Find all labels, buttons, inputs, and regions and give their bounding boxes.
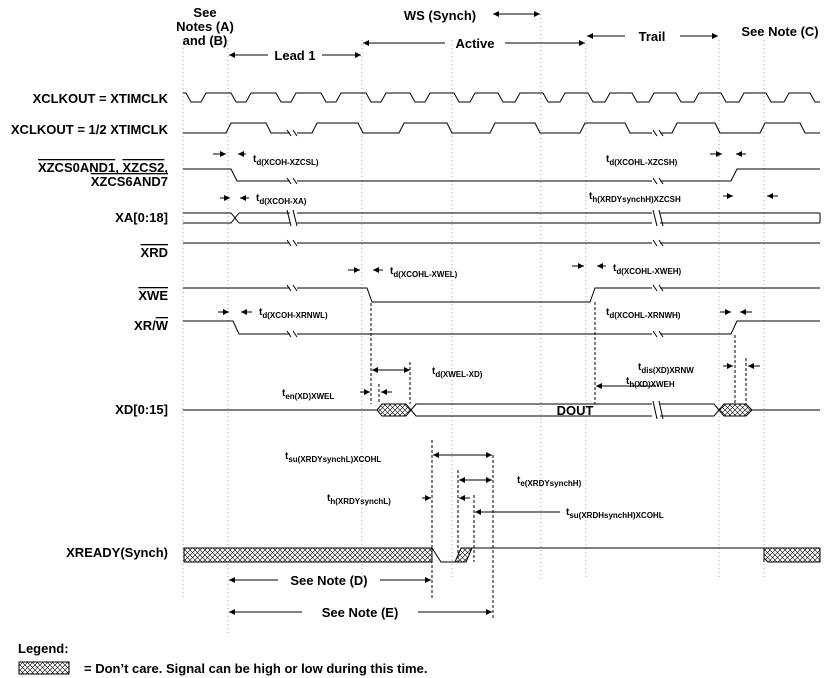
td-xcoh-xzcsl-label: td(XCOH-XZCSL) — [253, 154, 319, 167]
td-xcoh-xa-label: td(XCOH-XA) — [256, 193, 307, 206]
see-notes-ab-line3: and (B) — [183, 33, 228, 48]
xwe-label: XWE — [138, 288, 168, 303]
tsu-xrdhsynchh-xcohl-label: tsu(XRDHsynchH)XCOHL — [566, 507, 664, 520]
xzcs-wave — [183, 168, 820, 182]
see-notes-ab-line2: Notes (A) — [176, 19, 234, 34]
ws-synch-label: WS (Synch) — [404, 8, 476, 23]
te-xrdysynchh-label: te(XRDYsynchH) — [517, 475, 582, 488]
lead1-label: Lead 1 — [274, 48, 315, 63]
td-xcoh-xrnwl-label: td(XCOH-XRNWL) — [259, 307, 328, 320]
xd-dont-care-1 — [376, 403, 412, 417]
legend-swatch — [18, 661, 70, 675]
timing-annotations: td(XCOH-XZCSL) td(XCOHL-XZCSH) td(XCOH-X… — [213, 151, 778, 620]
dout-label: DOUT — [557, 403, 594, 418]
signal-labels: XCLKOUT = XTIMCLK XCLKOUT = 1/2 XTIMCLK … — [11, 91, 169, 560]
legend-title: Legend: — [18, 641, 69, 656]
xready-dont-care-3 — [763, 547, 821, 563]
th-xrdysynchl-label: th(XRDYsynchL) — [327, 493, 391, 506]
xa-label: XA[0:18] — [115, 210, 168, 225]
xzcs-label: XZCS0AND1, XZCS2, — [38, 160, 168, 175]
xclkout-half-wave — [183, 122, 820, 134]
xclkout-full-wave — [183, 92, 820, 103]
xd-label: XD[0:15] — [115, 402, 168, 417]
see-notes-ab-line1: See — [193, 5, 216, 20]
th-xrdysynchh-xzcsh-label: th(XRDYsynchH)XZCSH — [589, 191, 681, 204]
th-xd-xweh-label: th(XD)XWEH — [626, 376, 675, 389]
legend: Legend: = Don’t care. Signal can be high… — [18, 641, 427, 676]
ten-xd-xwel-label: ten(XD)XWEL — [282, 388, 334, 401]
waveforms: DOUT — [183, 92, 821, 563]
xa-wave — [183, 212, 821, 224]
see-note-d-label: See Note (D) — [290, 573, 367, 588]
tsu-xrdysynchl-xcohl-label: tsu(XRDYsynchL)XCOHL — [285, 451, 381, 464]
grid-lines — [182, 10, 765, 636]
xrd-label: XRD — [141, 245, 168, 260]
xrw-label: XR/W — [134, 318, 169, 333]
xclkout-half-label: XCLKOUT = 1/2 XTIMCLK — [11, 122, 169, 137]
phase-annotations: See Notes (A) and (B) WS (Synch) Lead 1 … — [176, 5, 819, 63]
td-xwel-xd-label: td(XWEL-XD) — [432, 366, 483, 379]
td-xcohl-xweh-label: td(XCOHL-XWEH) — [613, 263, 682, 276]
tdis-xd-xrnw-label: tdis(XD)XRNW — [638, 362, 694, 375]
td-xcohl-xwel-label: td(XCOHL-XWEL) — [390, 266, 458, 279]
active-label: Active — [455, 36, 494, 51]
see-note-e-label: See Note (E) — [322, 605, 399, 620]
xwe-wave — [183, 287, 820, 303]
xzcs6-label: XZCS6AND7 — [91, 174, 168, 189]
see-note-c-label: See Note (C) — [741, 24, 818, 39]
trail-label: Trail — [639, 29, 666, 44]
legend-text: = Don’t care. Signal can be high or low … — [84, 661, 427, 676]
xd-dont-care-2 — [718, 403, 753, 417]
xready-wave — [472, 547, 769, 562]
td-xcohl-xrnwh-label: td(XCOHL-XRNWH) — [606, 307, 681, 320]
xclkout-full-label: XCLKOUT = XTIMCLK — [33, 91, 169, 106]
xready-dont-care-1 — [183, 547, 433, 563]
xready-label: XREADY(Synch) — [66, 545, 168, 560]
reference-lines — [370, 302, 736, 618]
xrw-wave — [183, 320, 820, 335]
td-xcohl-xzcsh-label: td(XCOHL-XZCSH) — [606, 154, 678, 167]
